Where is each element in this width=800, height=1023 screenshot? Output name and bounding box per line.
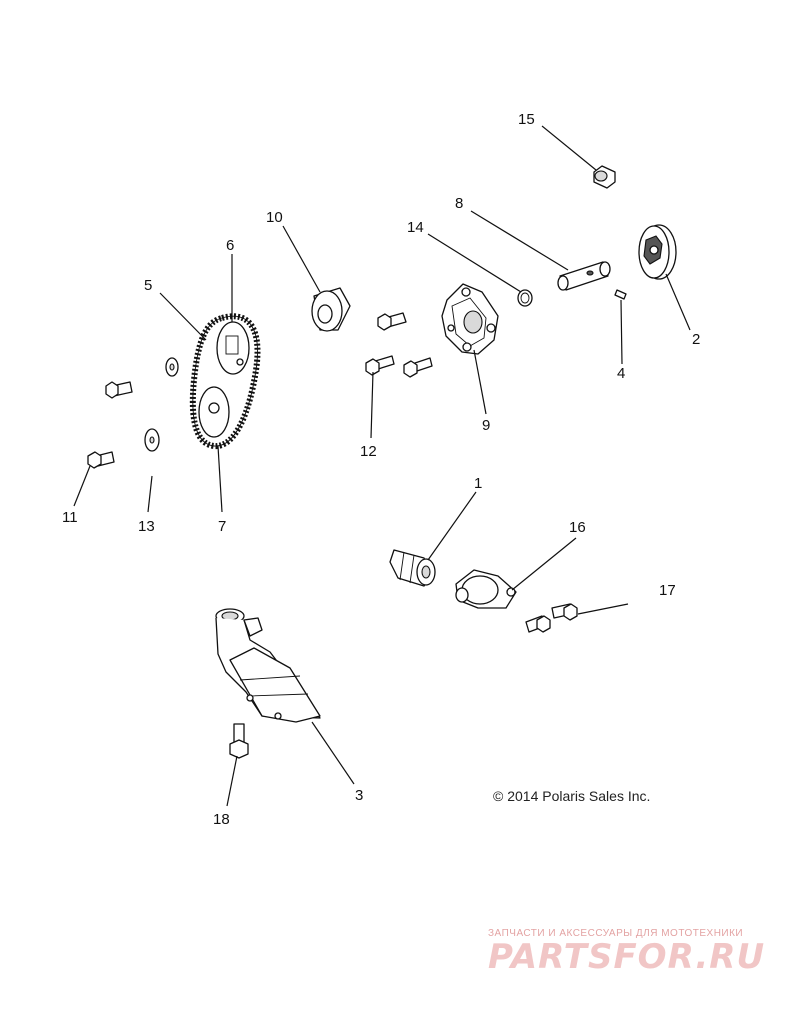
callout-14: 14 [407, 219, 424, 236]
valve-bolt-lower [525, 615, 551, 633]
callout-16: 16 [569, 519, 586, 536]
part-15-bushing [593, 165, 616, 189]
part-11-bolt [87, 451, 115, 469]
watermark-logo: PARTSFOR.RU [488, 937, 766, 977]
part-18-bolt [229, 723, 249, 759]
callout-18: 18 [213, 811, 230, 828]
callout-2: 2 [692, 331, 700, 348]
part-5-washer [165, 357, 179, 377]
callout-4: 4 [617, 365, 625, 382]
callout-7: 7 [218, 518, 226, 535]
part-3-oil-pickup [215, 608, 321, 723]
part-6-upper-sprocket [216, 321, 250, 375]
part-13-washer [144, 428, 160, 452]
watermark: ЗАПЧАСТИ И АКСЕССУАРЫ ДЛЯ МОТОТЕХНИКИ PA… [488, 928, 788, 977]
watermark-tagline: ЗАПЧАСТИ И АКСЕССУАРЫ ДЛЯ МОТОТЕХНИКИ [488, 928, 744, 939]
callout-13: 13 [138, 518, 155, 535]
part-10-spacer [311, 287, 351, 332]
part-8-shaft [557, 261, 611, 291]
part-1-valve-sleeve [389, 549, 436, 587]
callout-5: 5 [144, 277, 152, 294]
copyright-notice: © 2014 Polaris Sales Inc. [493, 788, 651, 804]
part-4-dowel-pin [614, 289, 627, 300]
part-16-valve-body [455, 569, 517, 609]
callout-10: 10 [266, 209, 283, 226]
pump-bolt-upper [377, 312, 407, 331]
leader-lines [73, 125, 691, 807]
part-7-lower-sprocket [198, 386, 230, 438]
callout-8: 8 [455, 195, 463, 212]
callout-labels: 15 8 14 10 6 5 2 4 9 12 11 13 7 1 16 17 … [62, 111, 700, 828]
part-2-rotor [638, 224, 677, 280]
part-9-pump-housing [441, 283, 499, 355]
callout-1: 1 [474, 475, 482, 492]
callout-11: 11 [62, 509, 78, 526]
part-7-drive-chain [189, 313, 261, 449]
sprocket-bolt-upper [105, 381, 133, 399]
callout-3: 3 [355, 787, 363, 804]
callout-15: 15 [518, 111, 535, 128]
callout-6: 6 [226, 237, 234, 254]
part-14-o-ring [517, 289, 533, 307]
pump-bolt-right [403, 357, 433, 378]
callout-17: 17 [659, 582, 676, 599]
callout-12: 12 [360, 443, 377, 460]
valve-bolt-upper [551, 603, 578, 621]
pump-bolt-left [365, 355, 395, 376]
callout-9: 9 [482, 417, 490, 434]
